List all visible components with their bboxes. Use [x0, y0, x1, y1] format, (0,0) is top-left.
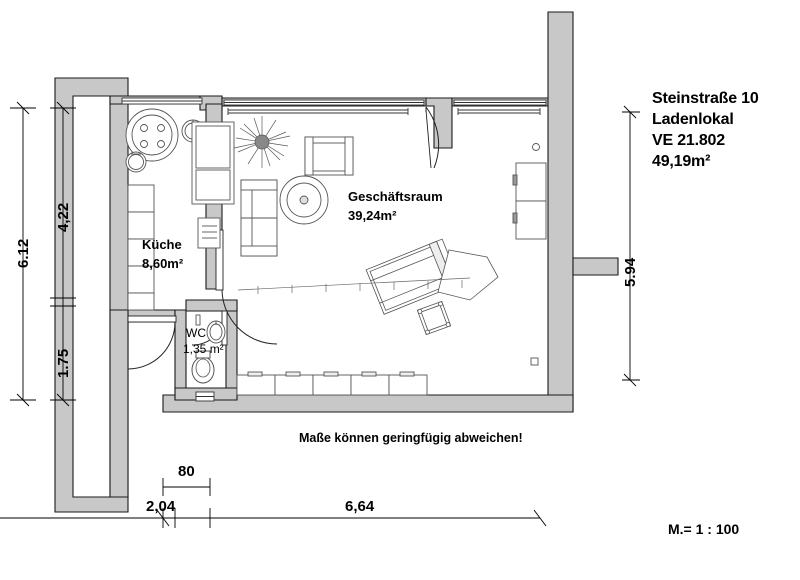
disclaimer-note: Maße können geringfügig abweichen!	[299, 431, 523, 445]
dimension-bottom-small: 80	[178, 463, 195, 480]
wall-outlet-icon	[530, 357, 539, 366]
wall-outer-left	[54, 77, 129, 513]
kitchen-small-basin-icon	[125, 151, 147, 173]
windows-group	[121, 97, 547, 115]
dimension-bottom-right: 6,64	[345, 498, 375, 515]
dimension-lines	[0, 101, 640, 528]
window-shop-right	[453, 99, 547, 115]
dimension-left-inner-lower: 1.75	[55, 348, 72, 378]
window-shop-left	[223, 99, 425, 115]
room-label-wc-area: 1,35 m²	[183, 342, 224, 356]
wc-window	[195, 391, 215, 402]
wall-shop-bottom	[162, 394, 574, 413]
room-label-geschaeftsraum-name: Geschäftsraum	[348, 189, 443, 204]
kitchen-cooktop-icon	[125, 108, 179, 162]
dimension-right-vertical: 5.94	[622, 257, 639, 287]
title-line-2: Ladenlokal	[652, 111, 734, 128]
dimension-left-inner-upper: 4,22	[55, 202, 72, 232]
door-entrance	[425, 106, 440, 169]
title-line-1: Steinstraße 10	[652, 90, 759, 107]
armchair	[304, 136, 354, 176]
wall-right-stub	[572, 257, 619, 276]
kitchen-wall-unit	[197, 217, 221, 249]
wc-sink-icon	[206, 320, 226, 344]
dimension-bottom-left: 2,04	[146, 498, 176, 515]
display-counters	[236, 371, 428, 396]
floor-grid-line	[237, 277, 471, 294]
desk-counter-angled	[365, 238, 499, 315]
title-line-4: 49,19m²	[652, 153, 711, 170]
furniture-group	[125, 108, 547, 402]
wall-wc-top	[185, 299, 238, 312]
kitchen-cabinets	[127, 184, 155, 311]
kitchen-appliance	[191, 121, 235, 205]
wall-switch-icon	[532, 143, 540, 151]
room-label-kueche-name: Küche	[142, 237, 182, 252]
wall-right-exterior	[547, 11, 574, 413]
right-wall-cabinets	[512, 162, 547, 240]
window-kitchen	[121, 97, 203, 105]
dimension-left-outer: 6.12	[15, 238, 32, 268]
chair-at-desk	[416, 300, 452, 336]
round-table	[279, 175, 329, 225]
title-line-3: VE 21.802	[652, 132, 725, 149]
room-label-kueche-area: 8,60m²	[142, 256, 184, 271]
plant-icon	[233, 116, 291, 168]
wc-pipe-riser	[195, 314, 201, 326]
room-label-wc-name: WC	[186, 326, 206, 340]
door-kitchen-hall	[127, 315, 177, 370]
room-label-geschaeftsraum-area: 39,24m²	[348, 208, 397, 223]
scale-note: M.= 1 : 100	[668, 521, 740, 537]
sofa	[240, 179, 278, 257]
wall-left-lower	[109, 309, 129, 498]
